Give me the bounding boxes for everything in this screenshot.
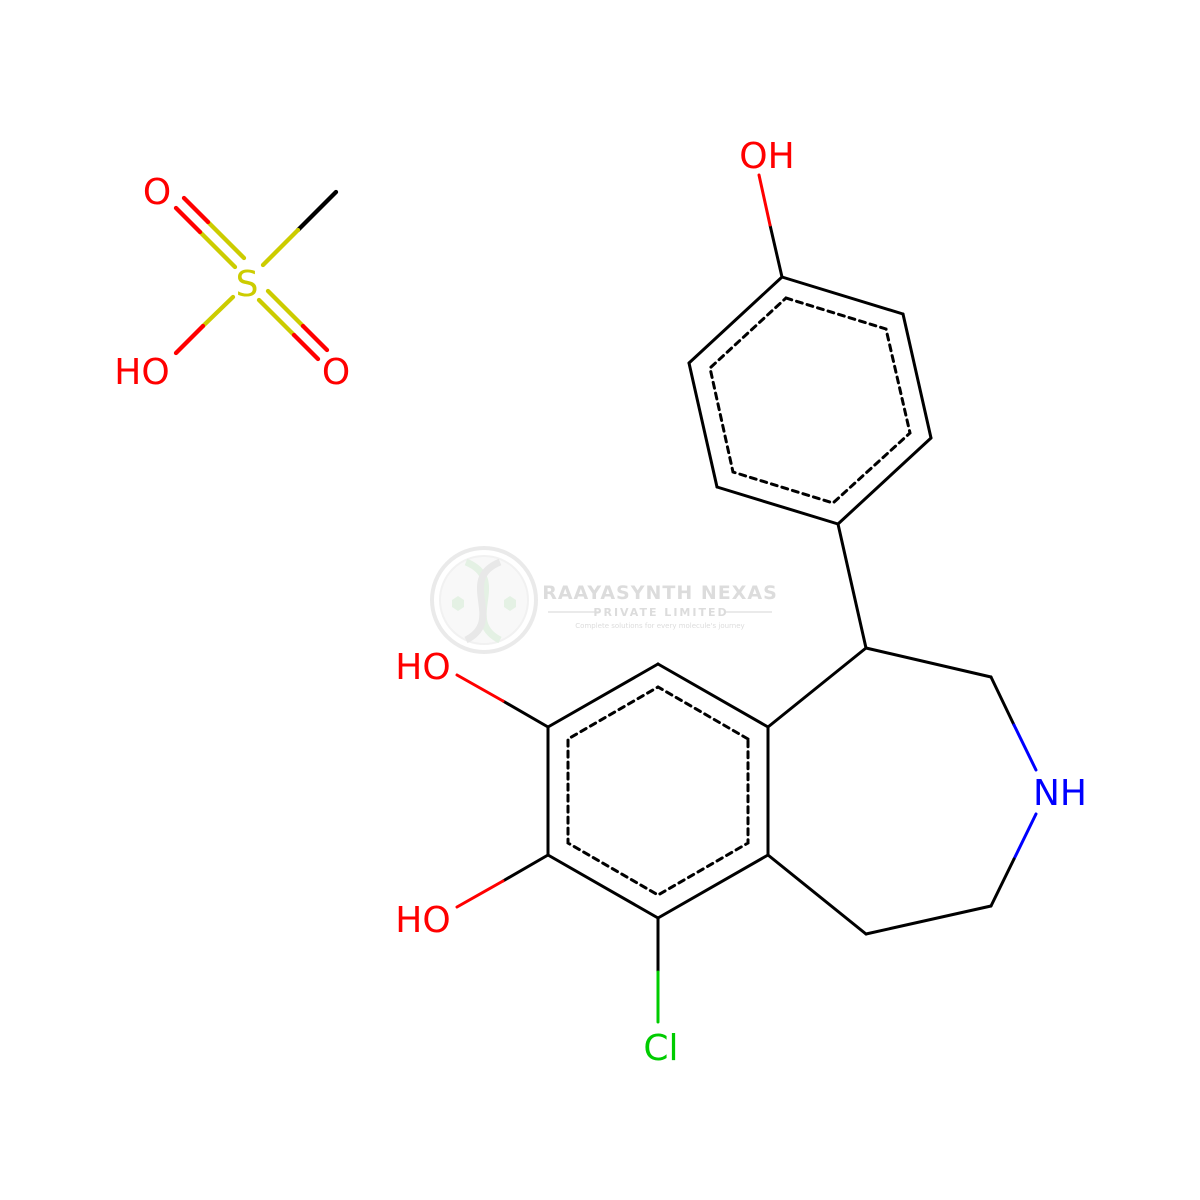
watermark-subtitle: PRIVATE LIMITED	[593, 606, 728, 619]
atom-label-hydroxyl: HO	[395, 647, 450, 688]
bond-c-s	[295, 189, 339, 233]
bond-aromatic	[715, 485, 840, 526]
bond-s-o-double	[205, 219, 247, 261]
bond-c-o	[768, 223, 784, 279]
atom-label-hydroxyl: HO	[114, 352, 169, 393]
bond-s-o-double	[173, 205, 203, 235]
bond-aromatic	[656, 662, 770, 729]
bond-aromatic	[656, 853, 770, 920]
atom-label-amine: NH	[1033, 773, 1087, 814]
bond-aromatic	[901, 312, 933, 440]
atom-label-sulfur: S	[236, 264, 259, 305]
bond-c-n	[1012, 723, 1038, 772]
bond-aromatic	[546, 662, 660, 729]
bond-single	[864, 646, 993, 679]
bond-c-n	[989, 857, 1016, 908]
atom-label-hydroxyl: OH	[739, 136, 794, 177]
bond-aromatic	[780, 275, 905, 316]
bond-aromatic	[687, 361, 719, 489]
bond-single	[766, 853, 868, 936]
bond-single	[766, 646, 868, 729]
bond-s-o-double	[256, 297, 297, 338]
atom-label-chlorine: Cl	[643, 1028, 678, 1069]
atom-label-oxygen: O	[322, 352, 350, 393]
hexagon-icon	[452, 596, 464, 611]
dna-strand-icon	[464, 558, 502, 644]
mesylate-bonds	[173, 189, 339, 362]
bond-single	[836, 522, 868, 650]
bond-s-o-double	[265, 288, 306, 329]
bond-c-o	[455, 879, 505, 909]
bond-s-o-double	[181, 195, 211, 225]
bond-c-o	[757, 173, 772, 227]
bond-c-o	[501, 853, 550, 883]
bond-s-o-double	[300, 323, 330, 353]
bond-c-n	[1012, 812, 1038, 861]
aromatic-ring-dashed	[708, 296, 912, 505]
atom-label-hydroxyl: HO	[395, 900, 450, 941]
bond-aromatic	[836, 436, 933, 526]
benzazepine-bonds	[455, 173, 1038, 1024]
bond-s-o-double	[291, 332, 321, 362]
bond-s-oh	[200, 294, 236, 329]
bond-s-o-double	[197, 229, 238, 270]
aromatic-ring-dashed	[566, 685, 750, 897]
bond-c-n	[989, 675, 1016, 727]
bond-c-s	[260, 227, 301, 268]
bond-aromatic	[687, 275, 784, 365]
watermark-tagline: Complete solutions for every molecule's …	[575, 622, 744, 630]
bond-c-o	[501, 699, 550, 729]
bond-single	[864, 904, 993, 936]
atom-label-oxygen: O	[143, 172, 171, 213]
bond-c-o	[455, 673, 505, 703]
logo-outer-ring	[430, 546, 538, 654]
bond-aromatic	[546, 853, 660, 920]
bond-s-oh	[173, 323, 206, 356]
hexagon-icon	[504, 596, 516, 611]
watermark-logo	[430, 546, 538, 654]
watermark-title: RAAYASYNTH NEXAS	[542, 582, 778, 604]
